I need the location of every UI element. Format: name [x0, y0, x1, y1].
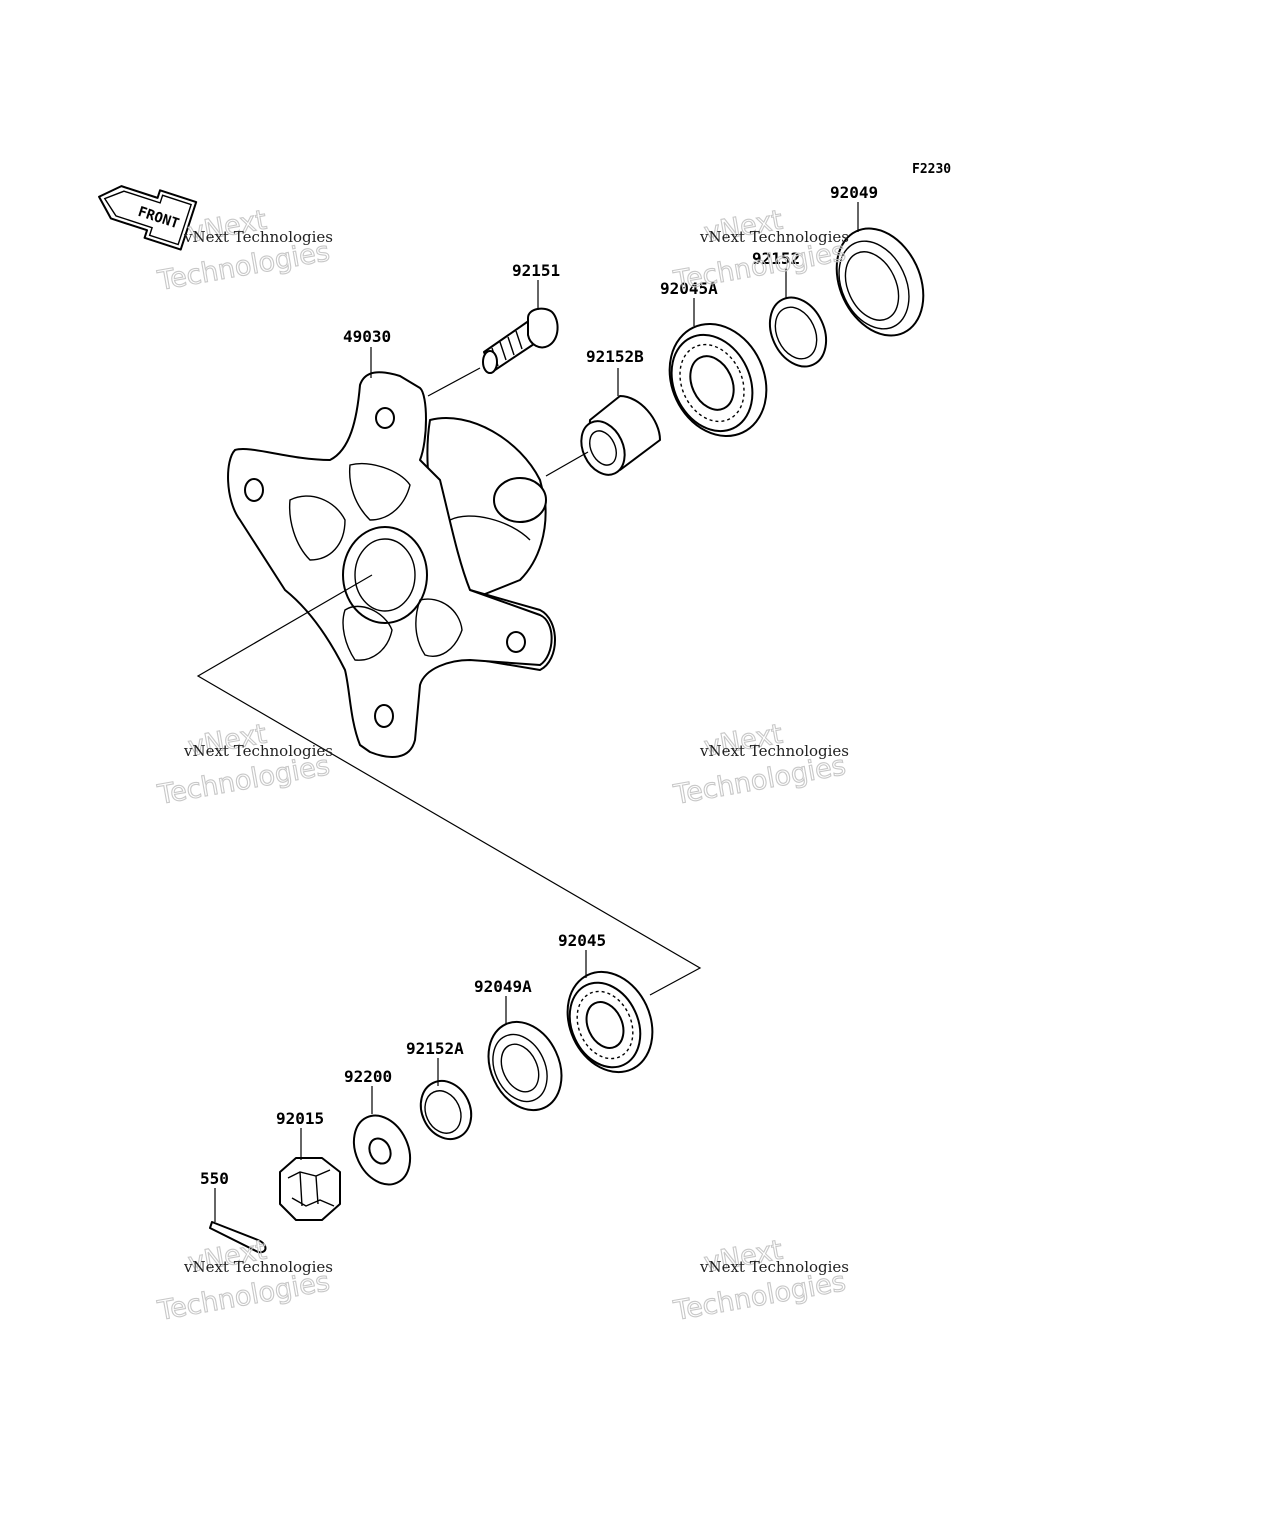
- label-92152B: 92152B: [586, 347, 644, 366]
- leader-92152B-hub: [545, 451, 589, 477]
- label-92200: 92200: [344, 1067, 392, 1086]
- label-92015: 92015: [276, 1109, 324, 1128]
- front-arrow-icon: FRONT: [98, 185, 198, 251]
- label-92049: 92049: [830, 183, 878, 202]
- label-92151: 92151: [512, 261, 560, 280]
- svg-text:vNext Technologies: vNext Technologies: [699, 1258, 849, 1276]
- svg-text:vNext Technologies: vNext Technologies: [699, 228, 849, 246]
- nut-92015: [279, 1157, 341, 1221]
- stud-92151: [482, 307, 559, 374]
- svg-text:vNext Technologies: vNext Technologies: [699, 742, 849, 760]
- washer-92200: [352, 1114, 412, 1186]
- figure-code: F2230: [912, 162, 951, 177]
- hub-49030: [227, 371, 556, 758]
- watermark-mid-right: vNext Technologies vNext Technologies: [670, 718, 849, 812]
- svg-text:vNext Technologies: vNext Technologies: [183, 1258, 333, 1276]
- label-550: 550: [200, 1169, 229, 1188]
- seal-92049: [835, 227, 925, 337]
- spacer-92152: [768, 296, 828, 368]
- watermark-bottom-left: vNext Technologies vNext Technologies: [154, 1234, 333, 1328]
- svg-text:vNext Technologies: vNext Technologies: [183, 228, 333, 246]
- seal-92049A: [487, 1020, 563, 1112]
- label-92045: 92045: [558, 931, 606, 950]
- svg-text:vNext Technologies: vNext Technologies: [183, 742, 333, 760]
- label-49030: 49030: [343, 327, 391, 346]
- watermark-mid-left: vNext Technologies vNext Technologies: [154, 718, 333, 812]
- leader-92151-hub: [427, 367, 481, 397]
- bearing-92045A: [668, 322, 768, 438]
- explode-line-lower: [196, 574, 702, 996]
- bearing-92045: [566, 970, 654, 1074]
- label-92045A: 92045A: [660, 279, 718, 298]
- label-92152: 92152: [752, 249, 800, 268]
- cotter-pin-550: [209, 1221, 267, 1254]
- spacer-92152B: [580, 395, 661, 476]
- spacer-92152A: [419, 1079, 473, 1141]
- label-92049A: 92049A: [474, 977, 532, 996]
- watermark-bottom-right: vNext Technologies vNext Technologies: [670, 1234, 849, 1328]
- watermark-top-right: vNext Technologies vNext Technologies: [670, 204, 849, 298]
- label-92152A: 92152A: [406, 1039, 464, 1058]
